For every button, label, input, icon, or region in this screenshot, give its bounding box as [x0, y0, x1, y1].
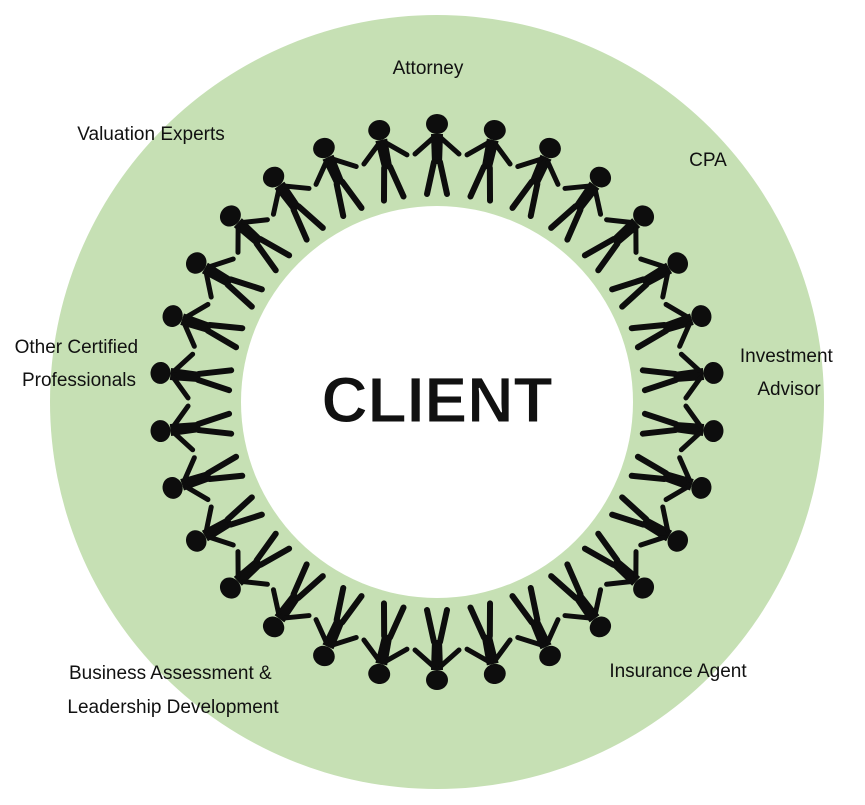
role-other-certified-professionals: Other Certified Professionals — [15, 337, 144, 391]
people-holding-hands-ring — [150, 114, 724, 690]
role-insurance-agent-line-1: Insurance Agent — [609, 661, 747, 682]
role-valuation-experts-line-1: Valuation Experts — [77, 124, 225, 145]
person-figure — [609, 494, 689, 552]
person-figure — [628, 453, 712, 503]
role-cpa-line-1: CPA — [689, 150, 727, 171]
person-figure — [185, 494, 265, 552]
person-figure — [509, 584, 561, 667]
person-figure — [509, 137, 561, 220]
person-figure — [361, 600, 410, 684]
person-figure — [412, 114, 462, 197]
person-figure — [150, 351, 235, 401]
person-figure — [639, 351, 724, 401]
role-business-assessment-line-2: Leadership Development — [67, 697, 279, 718]
person-figure — [464, 600, 513, 684]
person-figure — [185, 252, 265, 310]
person-figure — [262, 166, 326, 243]
role-investment-advisor: Investment Advisor — [740, 346, 838, 400]
person-figure — [609, 252, 689, 310]
person-figure — [361, 120, 410, 204]
person-figure — [219, 205, 293, 274]
role-business-assessment: Business Assessment & Leadership Develop… — [67, 663, 279, 718]
person-figure — [548, 166, 612, 243]
inner-circle — [241, 206, 633, 598]
role-other-certified-professionals-line-1: Other Certified — [15, 337, 139, 358]
person-figure — [219, 530, 293, 599]
person-figure — [262, 561, 326, 638]
role-valuation-experts: Valuation Experts — [77, 124, 225, 145]
person-figure — [313, 584, 365, 667]
person-figure — [162, 301, 246, 351]
role-other-certified-professionals-line-2: Professionals — [22, 370, 136, 391]
person-figure — [412, 607, 462, 690]
role-business-assessment-line-1: Business Assessment & — [69, 663, 272, 684]
role-attorney: Attorney — [393, 58, 464, 79]
role-insurance-agent: Insurance Agent — [609, 661, 747, 682]
person-figure — [313, 137, 365, 220]
role-investment-advisor-line-1: Investment — [740, 346, 834, 367]
person-figure — [548, 561, 612, 638]
person-figure — [628, 301, 712, 351]
person-figure — [162, 453, 246, 503]
person-figure — [581, 530, 655, 599]
person-figure — [150, 403, 235, 453]
role-investment-advisor-line-2: Advisor — [757, 379, 821, 400]
role-attorney-line-1: Attorney — [393, 58, 464, 79]
role-cpa: CPA — [689, 150, 727, 171]
center-label: CLIENT — [321, 364, 552, 436]
person-figure — [639, 403, 724, 453]
person-figure — [464, 120, 513, 204]
person-figure — [581, 205, 655, 274]
